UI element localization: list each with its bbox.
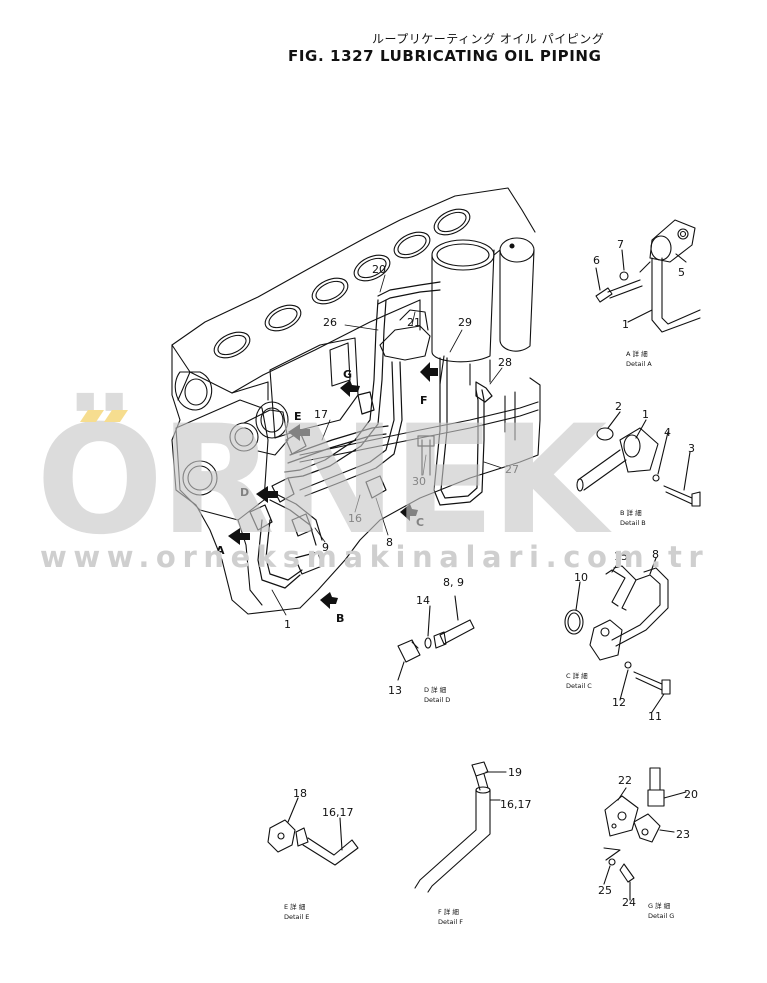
- detail-b-jp: B 詳 細: [620, 508, 642, 517]
- callout-a-1: 1: [622, 318, 629, 331]
- callout-main-29: 29: [458, 316, 472, 329]
- callout-d-13: 13: [388, 684, 402, 697]
- arrow-label-c: C: [416, 516, 424, 529]
- callout-main-17: 17: [314, 408, 328, 421]
- callout-b-2: 2: [615, 400, 622, 413]
- arrow-label-e: E: [294, 410, 302, 423]
- detail-a-jp: A 詳 細: [626, 349, 648, 358]
- callout-a-7: 7: [617, 238, 624, 251]
- detail-e-drawing: [267, 797, 359, 866]
- detail-g-en: Detail G: [648, 912, 674, 920]
- callout-b-1: 1: [642, 408, 649, 421]
- arrow-label-f: F: [420, 394, 428, 407]
- detail-b-callouts: 2 1 4 3 B 詳 細 Detail B: [615, 400, 695, 527]
- detail-d-drawing: [397, 595, 475, 681]
- detail-c-jp: C 詳 細: [566, 671, 588, 680]
- callout-e-16-17: 16,17: [322, 806, 354, 819]
- detail-f-drawing: [414, 761, 507, 893]
- detail-b-drawing: [576, 411, 701, 507]
- main-callouts: 20 21 26 29 28 17 27 30 16 9 8 1: [284, 263, 519, 631]
- callout-c-12: 12: [612, 696, 626, 709]
- detail-g-jp: G 詳 細: [648, 901, 671, 910]
- detail-c-en: Detail C: [566, 682, 592, 690]
- callout-f-16-17: 16,17: [500, 798, 532, 811]
- detail-a-callouts: 6 7 5 1 A 詳 細 Detail A: [593, 238, 685, 368]
- callout-main-28: 28: [498, 356, 512, 369]
- detail-f-en: Detail F: [438, 918, 463, 926]
- detail-d-jp: D 詳 細: [424, 685, 447, 694]
- oil-pipes: [249, 281, 493, 589]
- callout-a-6: 6: [593, 254, 600, 267]
- detail-c-drawing: [564, 557, 671, 713]
- watermark-logo: ÖRNEK: [36, 392, 616, 568]
- callout-c-11: 11: [648, 710, 662, 723]
- arrow-label-b: B: [336, 612, 344, 625]
- callout-main-9: 9: [322, 541, 329, 554]
- detail-f-jp: F 詳 細: [438, 907, 459, 916]
- leader-lines: [271, 274, 503, 616]
- detail-a-drawing: [595, 219, 701, 333]
- detail-d-callouts: 14 8, 9 13 D 詳 細 Detail D: [388, 576, 464, 704]
- arrow-label-d: D: [240, 486, 249, 499]
- detail-f-callouts: 19 16,17 F 詳 細 Detail F: [438, 766, 532, 926]
- callout-main-30: 30: [412, 475, 426, 488]
- callout-c-10: 10: [574, 571, 588, 584]
- callout-main-8: 8: [386, 536, 393, 549]
- callout-main-26: 26: [323, 316, 337, 329]
- callout-b-3: 3: [688, 442, 695, 455]
- callout-e-18: 18: [293, 787, 307, 800]
- callout-g-23: 23: [676, 828, 690, 841]
- detail-e-jp: E 詳 細: [284, 902, 306, 911]
- detail-c-callouts: 15 8 10 12 11 C 詳 細 Detail C: [566, 548, 662, 723]
- arrow-label-g: G: [343, 368, 352, 381]
- callout-main-21: 21: [407, 316, 421, 329]
- arrow-label-a: A: [216, 544, 225, 557]
- detail-e-en: Detail E: [284, 913, 309, 921]
- callout-main-16: 16: [348, 512, 362, 525]
- detail-b-en: Detail B: [620, 519, 646, 527]
- japanese-title: ループリケーティング オイル パイピング: [372, 32, 605, 46]
- detail-g-drawing: [603, 767, 687, 901]
- view-arrow-labels: E G F D A C B: [216, 368, 428, 625]
- detail-a-en: Detail A: [626, 360, 652, 368]
- callout-g-25: 25: [598, 884, 612, 897]
- callout-b-4: 4: [664, 426, 671, 439]
- callout-c-8: 8: [652, 548, 659, 561]
- callout-d-14: 14: [416, 594, 430, 607]
- callout-d-8-9: 8, 9: [443, 576, 464, 589]
- callout-main-20: 20: [372, 263, 386, 276]
- figure-title: FIG. 1327 LUBRICATING OIL PIPING: [288, 47, 602, 65]
- view-arrows: [228, 362, 438, 609]
- callout-c-15: 15: [614, 550, 628, 563]
- callout-main-1: 1: [284, 618, 291, 631]
- callout-g-22: 22: [618, 774, 632, 787]
- detail-g-callouts: 22 20 23 25 24 G 詳 細 Detail G: [598, 774, 698, 920]
- watermark-url: www.orneksmakinalari.com.tr: [40, 540, 710, 574]
- detail-e-callouts: 18 16,17 E 詳 細 Detail E: [284, 787, 354, 921]
- callout-f-19: 19: [508, 766, 522, 779]
- callout-main-27: 27: [505, 463, 519, 476]
- engine-block: [171, 187, 541, 615]
- callout-g-20: 20: [684, 788, 698, 801]
- callout-a-5: 5: [678, 266, 685, 279]
- detail-d-en: Detail D: [424, 696, 450, 704]
- watermark-brand: ÖRNEK: [36, 392, 612, 568]
- callout-g-24: 24: [622, 896, 636, 909]
